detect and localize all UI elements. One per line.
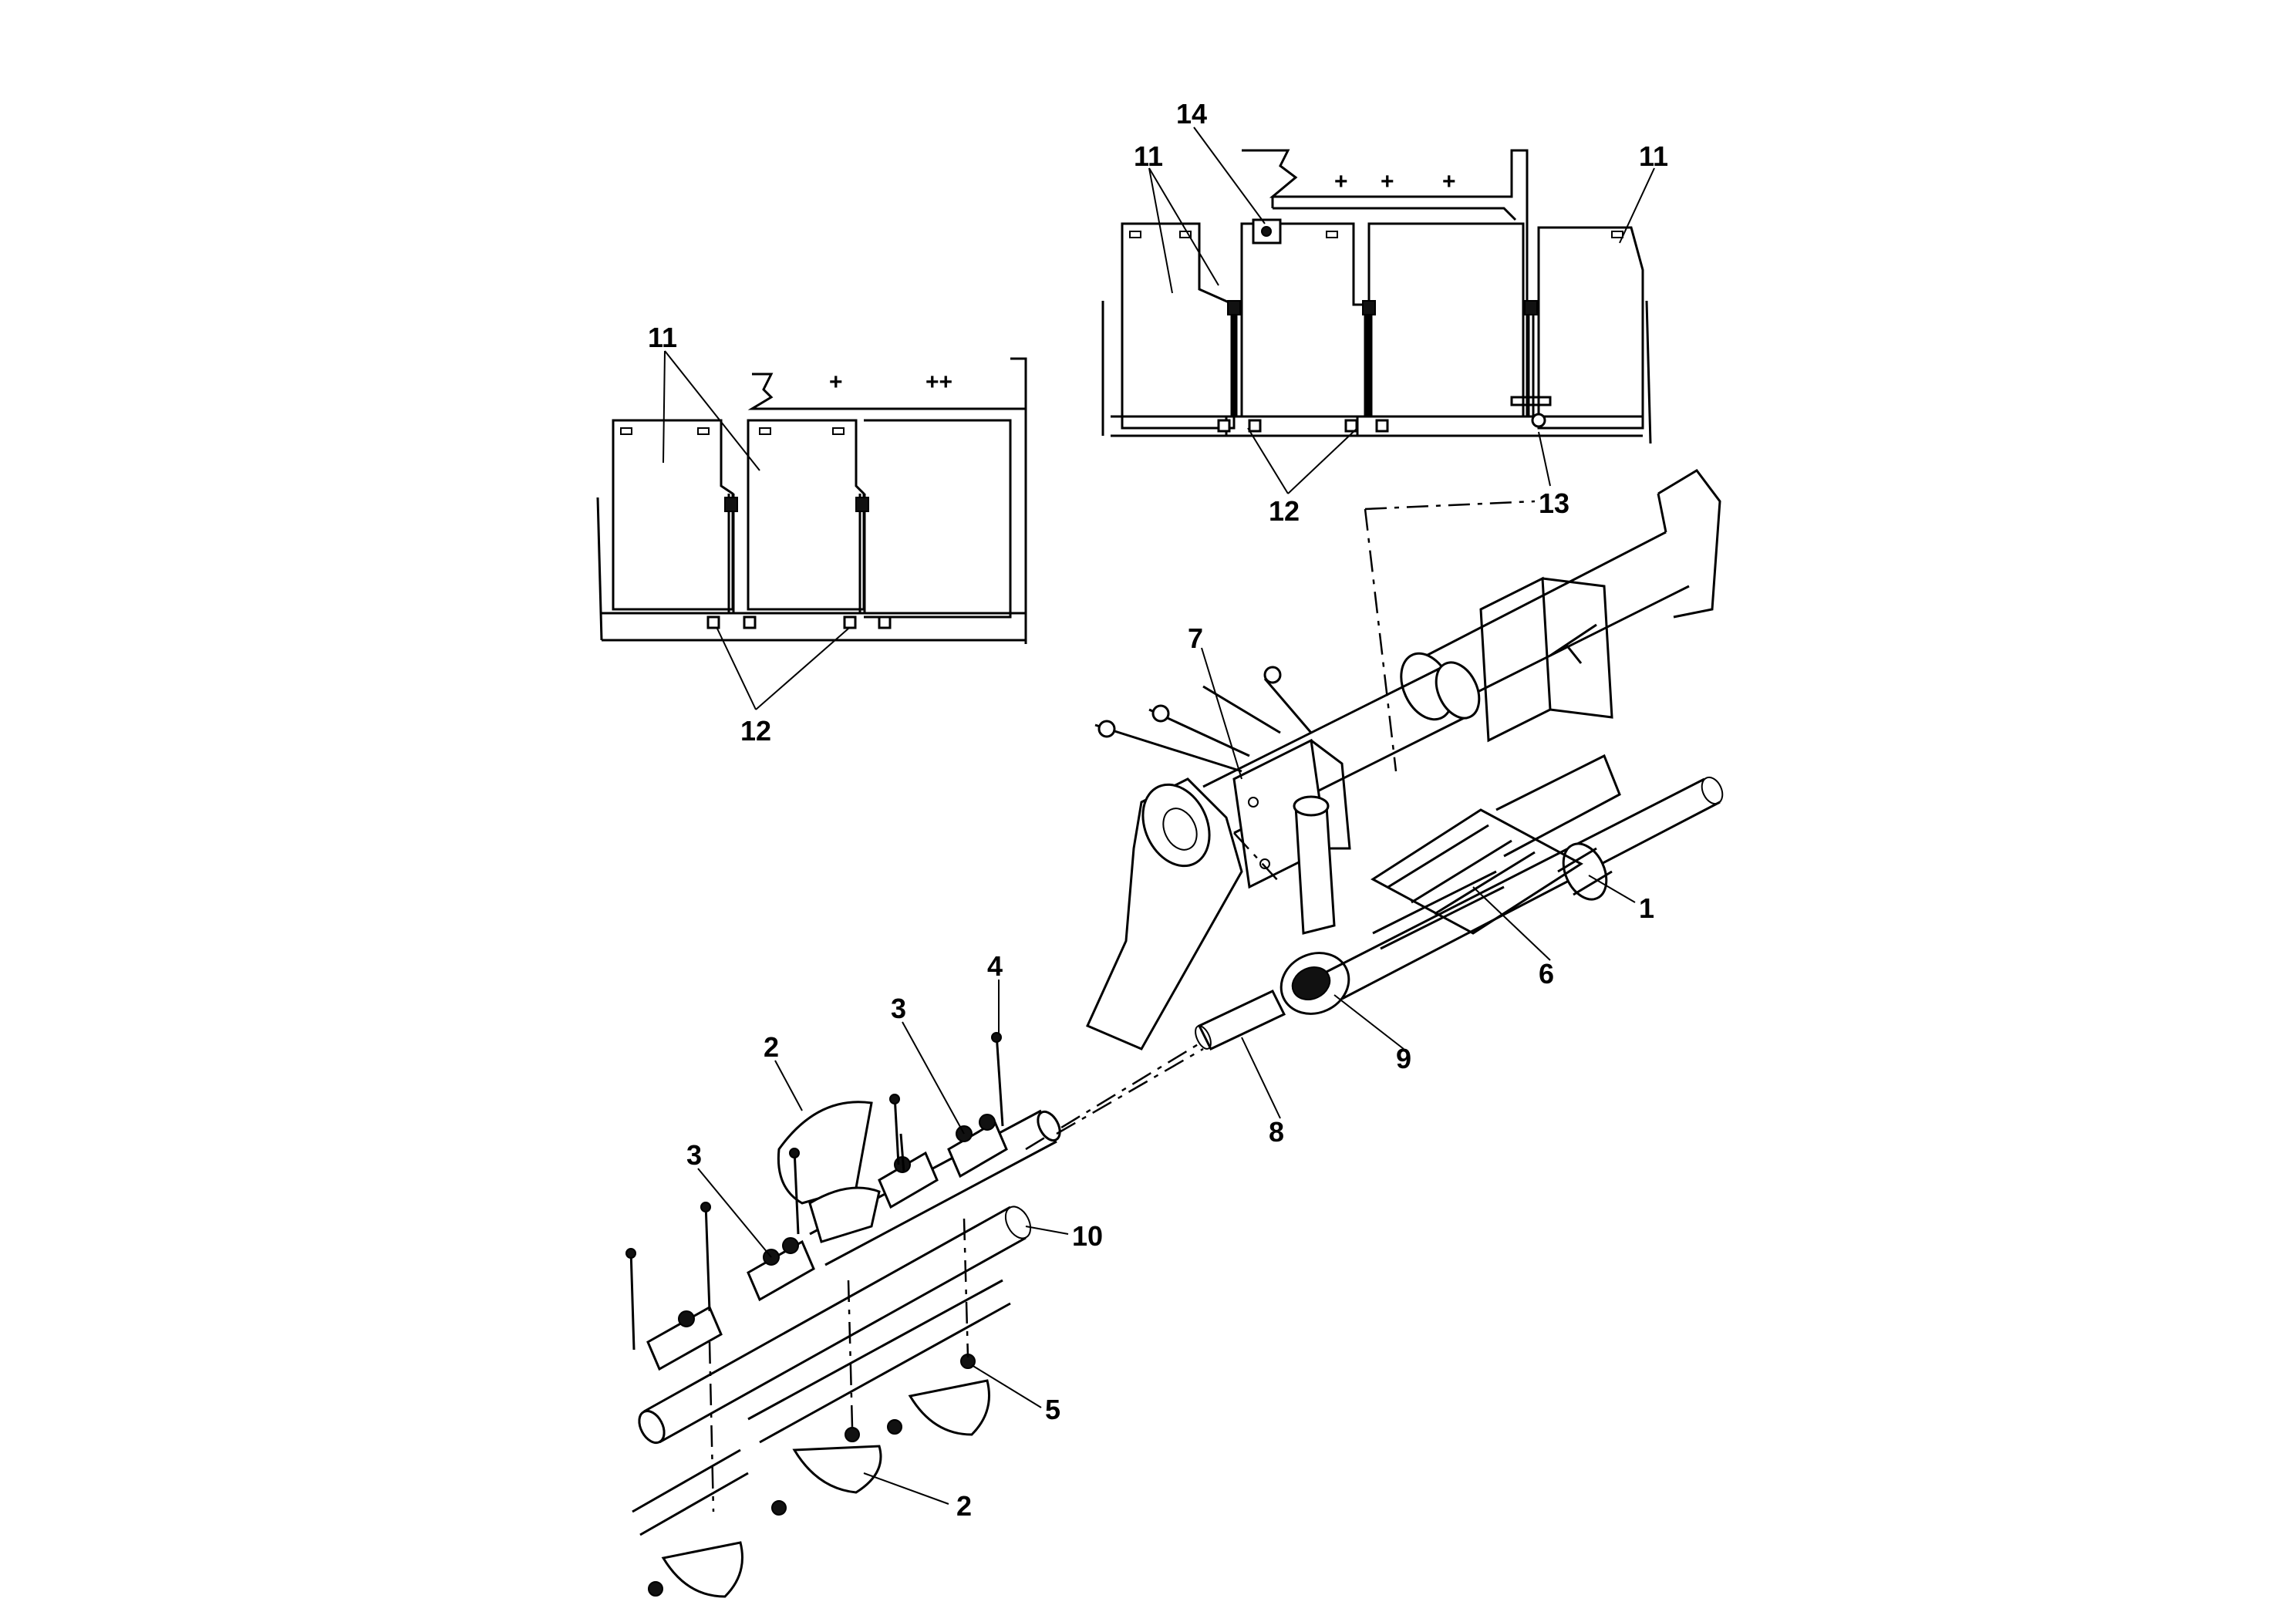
label-2-upper: 2	[764, 1031, 779, 1063]
label-5: 5	[1045, 1394, 1060, 1425]
label-10: 10	[1072, 1220, 1103, 1252]
svg-text:+: +	[1442, 169, 1456, 194]
label-12-top: 12	[1269, 495, 1300, 527]
label-8: 8	[1269, 1116, 1284, 1148]
curtain-assembly-detail-right: + + +	[1101, 149, 1652, 444]
label-7: 7	[1188, 622, 1203, 654]
label-6: 6	[1539, 958, 1554, 990]
label-12-left: 12	[740, 715, 771, 747]
curtain-assembly-detail-left: + ++	[596, 357, 1027, 644]
svg-text:+: +	[1381, 169, 1394, 194]
label-9: 9	[1396, 1043, 1411, 1074]
label-14: 14	[1176, 98, 1207, 130]
callout-labels: 14 11 11 11 12 13 12 7 1 6 9 8 4 3 2 3 1…	[648, 98, 1668, 1522]
main-frame-assembly	[1025, 469, 1724, 1151]
label-3-upper: 3	[891, 993, 906, 1024]
label-3-lower: 3	[686, 1139, 702, 1171]
label-13: 13	[1539, 487, 1569, 519]
label-2-lower: 2	[956, 1490, 972, 1522]
label-1: 1	[1639, 892, 1654, 924]
auger-shaft-assembly	[625, 1032, 1204, 1598]
svg-text:+: +	[1334, 169, 1348, 194]
leader-lines	[663, 126, 1655, 1505]
svg-text:+: +	[829, 369, 843, 395]
label-11-left: 11	[648, 322, 677, 353]
label-11-top-left: 11	[1134, 140, 1163, 172]
svg-text:++: ++	[925, 369, 952, 395]
label-11-top-right: 11	[1639, 140, 1668, 172]
label-4: 4	[987, 950, 1003, 982]
